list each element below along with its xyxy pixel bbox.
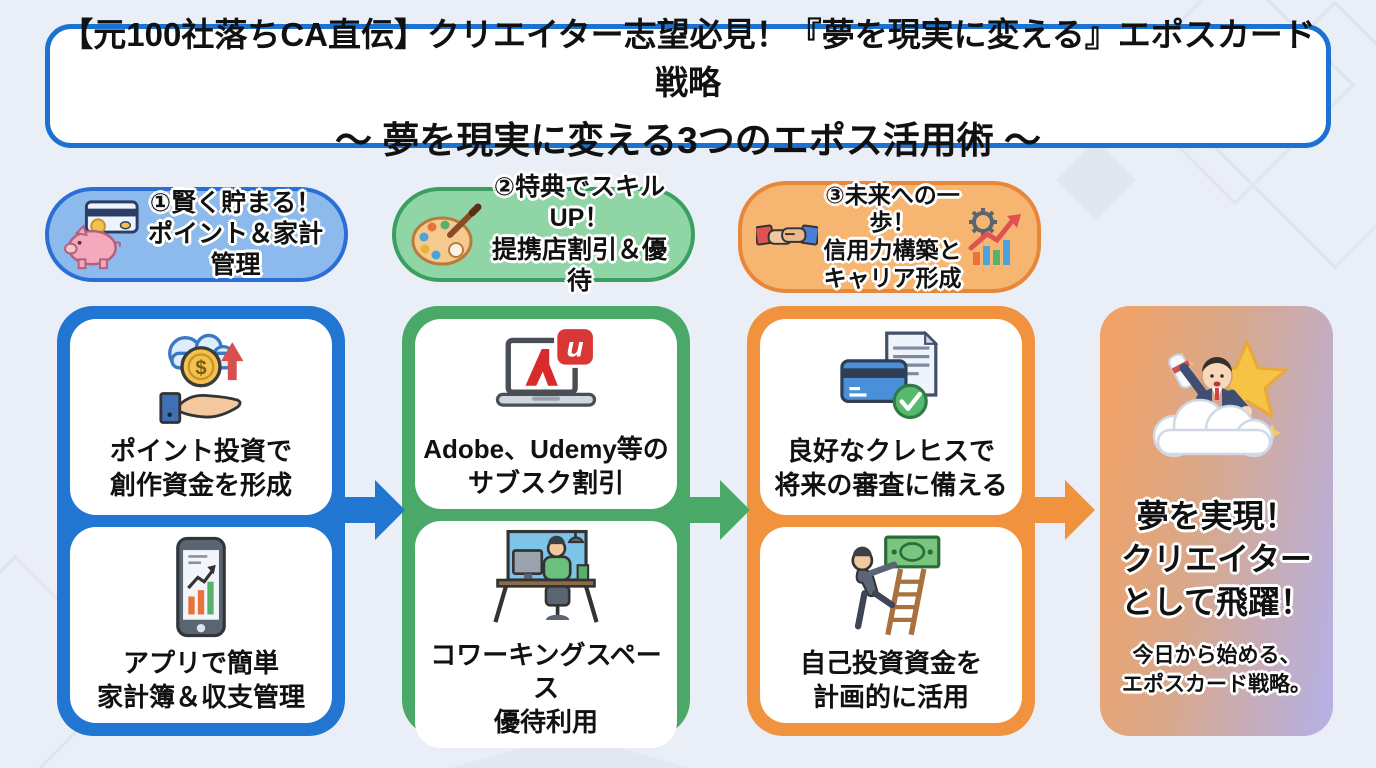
box-budget-app: アプリで簡単 家計簿＆収支管理: [70, 527, 332, 723]
coworking-desk-icon: [487, 529, 605, 631]
result-headline-line2: クリエイター: [1121, 541, 1312, 578]
header-pill-points-label: ①賢く貯まる！ ポイント＆家計管理: [141, 188, 330, 282]
laptop-adobe-udemy-icon: u: [491, 327, 601, 425]
bg-diamond: [1056, 140, 1136, 220]
column-benefits: u Adobe、Udemy等の サブスク割引: [402, 306, 690, 748]
pill3-line2: 信用力構築と: [823, 237, 962, 263]
box-self-investment-label: 自己投資資金を 計画的に活用: [800, 647, 982, 715]
box-subscription-discount: u Adobe、Udemy等の サブスク割引: [415, 319, 677, 509]
result-subtext: 今日から始める、 エポスカード戦略。: [1122, 641, 1311, 700]
c1b1-line2: 創作資金を形成: [109, 470, 292, 500]
c1b2-line2: 家計簿＆収支管理: [96, 682, 305, 712]
header-pill-credit: ③未来への一歩！ 信用力構築と キャリア形成: [738, 181, 1041, 293]
result-headline-line1: 夢を実現！: [1136, 498, 1297, 534]
hand-coin-cloud-icon: $: [145, 331, 257, 427]
result-panel: 夢を実現！ クリエイター として飛躍！ 今日から始める、 エポスカード戦略。: [1100, 306, 1333, 736]
header-pill-benefits: ②特典でスキルUP！ 提携店割引＆優待: [392, 173, 695, 295]
box-coworking: コワーキングスペース 優待利用: [415, 520, 677, 748]
title-line-2: ～ 夢を現実に変える3つのエポス活用術 ～: [334, 120, 1042, 161]
flow-arrow-blue: [339, 480, 405, 540]
box-point-investment: $ ポイント投資で 創作資金を形成: [70, 319, 332, 515]
header-pill-credit-label: ③未来への一歩！ 信用力構築と キャリア形成: [818, 182, 967, 292]
man-on-cloud-star-illustration: [1122, 324, 1312, 489]
box-credit-history-label: 良好なクレヒスで 将来の審査に備える: [774, 435, 1007, 503]
credit-card-document-check-icon: [835, 331, 947, 427]
c1b1-line1: ポイント投資で: [109, 436, 292, 467]
title-line-1: 【元100社落ちCA直伝】クリエイター志望必見！『夢を現実に変える』エポスカード…: [60, 16, 1316, 101]
c2b2-line1: コワーキングスペース: [430, 639, 662, 704]
c3b2-line1: 自己投資資金を: [799, 648, 982, 679]
piggy-bank-card-icon: [63, 199, 141, 271]
column-points: $ ポイント投資で 創作資金を形成: [57, 306, 345, 736]
box-budget-app-label: アプリで簡単 家計簿＆収支管理: [97, 647, 305, 715]
box-credit-history: 良好なクレヒスで 将来の審査に備える: [760, 319, 1022, 515]
c2b1-line2: サブスク割引: [467, 467, 624, 498]
pill2-line1: ②特典でスキルUP！: [493, 173, 666, 233]
header-pill-points: ①賢く貯まる！ ポイント＆家計管理: [45, 187, 348, 282]
result-sub-line2: エポスカード戦略。: [1122, 672, 1311, 696]
ladder-money-icon: [839, 535, 943, 639]
growth-chart-gear-icon: [967, 206, 1023, 268]
result-headline-line3: として飛躍！: [1120, 584, 1313, 621]
result-headline: 夢を実現！ クリエイター として飛躍！: [1121, 495, 1312, 625]
phone-chart-icon: [163, 535, 239, 639]
box-self-investment: 自己投資資金を 計画的に活用: [760, 527, 1022, 723]
c1b2-line1: アプリで簡単: [122, 648, 279, 679]
svg-text:$: $: [195, 358, 206, 380]
c3b1-line2: 将来の審査に備える: [774, 470, 1008, 500]
title-banner: 【元100社落ちCA直伝】クリエイター志望必見！『夢を現実に変える』エポスカード…: [45, 16, 1331, 161]
svg-text:u: u: [567, 332, 584, 363]
box-coworking-label: コワーキングスペース 優待利用: [421, 639, 671, 740]
pill3-line1: ③未来への一歩！: [825, 181, 960, 236]
box-point-investment-label: ポイント投資で 創作資金を形成: [110, 435, 292, 503]
pill3-line3: キャリア形成: [823, 264, 962, 291]
box-subscription-discount-label: Adobe、Udemy等の サブスク割引: [423, 433, 669, 501]
column-credit: 良好なクレヒスで 将来の審査に備える: [747, 306, 1035, 736]
c3b2-line2: 計画的に活用: [812, 682, 969, 712]
result-sub-line1: 今日から始める、: [1132, 643, 1301, 667]
pill1-line1: ①賢く貯まる！: [149, 188, 322, 217]
c2b1-line1: Adobe、Udemy等の: [423, 434, 669, 464]
handshake-icon: [756, 214, 818, 260]
c2b2-line2: 優待利用: [493, 707, 598, 738]
pill1-line2: ポイント＆家計管理: [147, 219, 323, 280]
c3b1-line1: 良好なクレヒスで: [786, 436, 995, 467]
pill2-line2: 提携店割引＆優待: [491, 235, 667, 295]
flow-arrow-green: [684, 480, 750, 540]
flow-arrow-orange: [1029, 480, 1095, 540]
palette-icon: [410, 201, 482, 269]
header-pill-benefits-label: ②特典でスキルUP！ 提携店割引＆優待: [482, 172, 677, 297]
